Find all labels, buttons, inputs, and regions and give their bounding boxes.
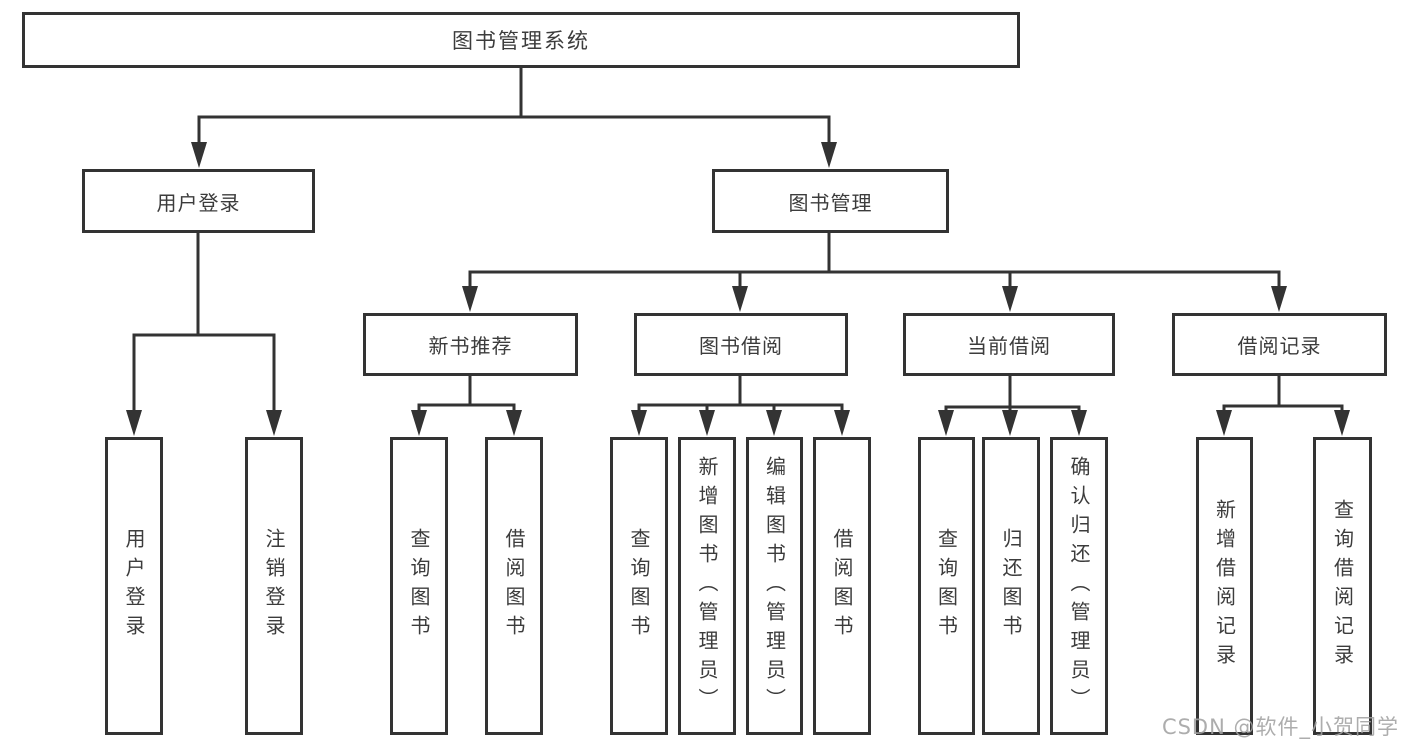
arrowhead (462, 286, 478, 312)
leaf-query-book-recommend: 查询图书 (390, 437, 448, 735)
arrowhead (1216, 410, 1232, 436)
leaf-query-book-borrow: 查询图书 (610, 437, 668, 735)
edges-current-borrow-branch (938, 374, 1087, 436)
node-label: 借阅记录 (1237, 334, 1322, 358)
node-user-login: 用户登录 (82, 169, 315, 233)
arrowhead (766, 410, 782, 436)
arrowhead (411, 410, 427, 436)
node-label: 当前借阅 (967, 334, 1051, 358)
edges-root-to-level2 (191, 66, 837, 168)
node-book-borrow: 图书借阅 (634, 313, 848, 376)
leaf-user-login: 用户登录 (105, 437, 163, 735)
arrowhead (834, 410, 850, 436)
node-new-book-recommend: 新书推荐 (363, 313, 578, 376)
leaf-return-book: 归还图书 (982, 437, 1040, 735)
arrowhead (938, 410, 954, 436)
leaf-query-book-current: 查询图书 (918, 437, 975, 735)
leaf-borrow-book: 借阅图书 (813, 437, 871, 735)
node-label: 查询图书 (934, 528, 959, 644)
leaf-add-borrow-record: 新增借阅记录 (1196, 437, 1253, 735)
node-label: 确认归还（管理员） (1067, 455, 1091, 717)
node-label: 新增借阅记录 (1212, 499, 1237, 673)
arrowhead (1271, 286, 1287, 312)
leaf-logout: 注销登录 (245, 437, 303, 735)
edges-borrow-records-branch (1216, 374, 1350, 436)
node-label: 用户登录 (122, 528, 146, 644)
node-label: 归还图书 (999, 528, 1023, 644)
arrowhead (191, 142, 207, 168)
node-label: 图书管理系统 (452, 29, 590, 53)
node-library-management-system: 图书管理系统 (22, 12, 1020, 68)
node-label: 注销登录 (262, 528, 286, 644)
node-label: 新增图书（管理员） (695, 455, 719, 717)
edges-user-login-branch (126, 231, 282, 436)
edges-new-book-recommend-branch (411, 374, 522, 436)
edges-book-borrow-branch (631, 374, 850, 436)
arrowhead (266, 410, 282, 436)
arrowhead (1334, 410, 1350, 436)
node-label: 借阅图书 (830, 528, 854, 644)
node-label: 编辑图书（管理员） (762, 455, 787, 717)
csdn-watermark: CSDN @软件_小贺同学 (1161, 715, 1399, 739)
node-label: 新书推荐 (428, 334, 513, 358)
arrowhead (1071, 410, 1087, 436)
node-book-management: 图书管理 (712, 169, 949, 233)
arrowhead (732, 286, 748, 312)
arrowhead (1002, 286, 1018, 312)
edges-book-management-branch (462, 231, 1287, 312)
arrowhead (631, 410, 647, 436)
node-label: 图书管理 (788, 190, 873, 215)
arrowhead (506, 410, 522, 436)
arrowhead (699, 410, 715, 436)
leaf-query-borrow-record: 查询借阅记录 (1313, 437, 1372, 735)
leaf-edit-book-admin: 编辑图书（管理员） (746, 437, 803, 735)
node-label: 用户登录 (156, 190, 241, 215)
node-current-borrow: 当前借阅 (903, 313, 1115, 376)
leaf-borrow-book-recommend: 借阅图书 (485, 437, 543, 735)
node-label: 借阅图书 (502, 528, 526, 644)
arrowhead (126, 410, 142, 436)
node-borrow-records: 借阅记录 (1172, 313, 1387, 376)
arrowhead (1002, 410, 1018, 436)
arrowhead (821, 142, 837, 168)
node-label: 查询图书 (627, 528, 651, 644)
node-label: 查询借阅记录 (1330, 499, 1355, 673)
node-label: 图书借阅 (699, 334, 783, 358)
leaf-add-book-admin: 新增图书（管理员） (678, 437, 736, 735)
node-label: 查询图书 (407, 528, 431, 644)
leaf-confirm-return-admin: 确认归还（管理员） (1050, 437, 1108, 735)
